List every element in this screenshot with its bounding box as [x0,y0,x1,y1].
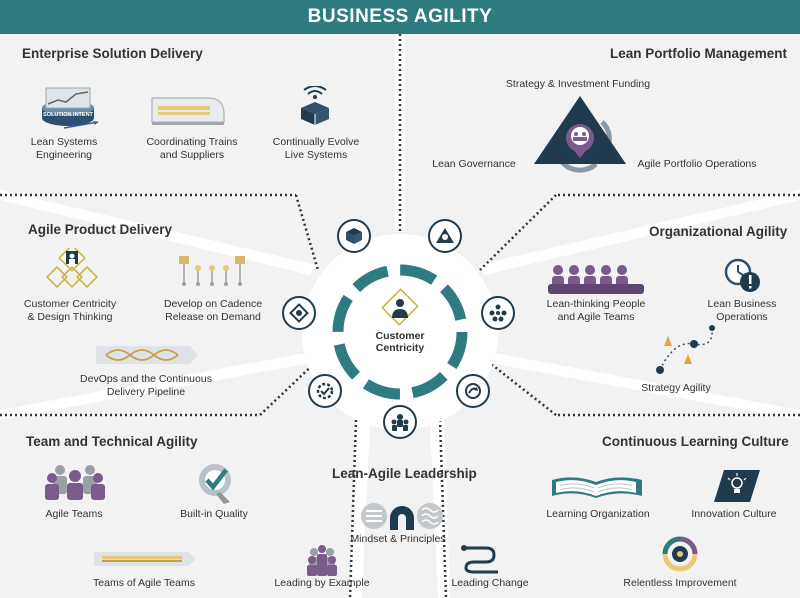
leader-people-icon [307,545,337,576]
design-thinking-icon [46,248,98,288]
change-path-icon [461,545,498,574]
section-title-product: Agile Product Delivery [28,222,173,237]
label-built-in-quality: Built-in Quality [180,508,248,520]
label-relentless-improvement: Relentless Improvement [623,577,737,589]
label-teams-of-agile-teams: Teams of Agile Teams [93,577,195,589]
section-title-team: Team and Technical Agility [26,434,198,449]
section-title-portfolio: Lean Portfolio Management [610,46,788,61]
title-bar: BUSINESS AGILITY [0,0,800,34]
label-customer-centricity-design: Customer Centricity& Design Thinking [23,298,117,323]
cadence-pins-icon [179,256,245,286]
customer-person-icon [381,288,419,326]
open-book-icon [552,477,642,498]
label-learning-organization: Learning Organization [546,508,650,520]
label-leading-by-example: Leading by Example [274,577,370,589]
wireless-box-icon [301,86,329,125]
label-strategy-agility: Strategy Agility [641,382,711,394]
ring-product-delivery-icon [282,296,316,330]
center-hub [300,232,500,432]
strategy-path-icon [656,325,715,374]
mindset-icon [361,503,443,530]
ring-learning-icon [456,374,490,408]
background-panels [0,34,800,598]
train-icon [151,97,225,125]
solution-intent-text: SOLUTION INTENT [43,112,93,118]
label-agile-portfolio-operations: Agile Portfolio Operations [637,158,757,170]
improvement-cycle-icon [662,536,698,572]
ring-enterprise-icon [337,219,371,253]
ring-leadership-icon [383,405,417,439]
label-innovation-culture: Innovation Culture [691,508,777,520]
team-people-icon [45,465,105,500]
label-strategy-investment-funding: Strategy & Investment Funding [505,78,651,90]
quality-check-icon [199,464,231,504]
label-leading-change: Leading Change [451,577,529,589]
section-title-learning: Continuous Learning Culture [602,434,789,449]
section-title-leadership: Lean-Agile Leadership [332,466,477,481]
portfolio-triangle-icon [534,96,626,173]
ring-organizational-icon [481,296,515,330]
lightbulb-icon [714,470,760,502]
label-mindset-principles: Mindset & Principles [350,533,446,545]
clock-alert-icon [724,258,760,292]
section-title-enterprise: Enterprise Solution Delivery [22,46,203,61]
label-agile-teams: Agile Teams [45,508,103,520]
ring-team-technical-icon [308,374,342,408]
train-pencil-icon [94,552,196,566]
page-title: BUSINESS AGILITY [307,6,493,27]
label-lean-governance: Lean Governance [432,158,516,170]
pipeline-icon [96,346,198,364]
customer-centricity-ring [302,234,498,430]
solution-intent-icon: SOLUTION INTENT [42,87,99,129]
ring-portfolio-icon [428,219,462,253]
people-row-icon [548,265,644,294]
section-title-org: Organizational Agility [649,224,788,239]
